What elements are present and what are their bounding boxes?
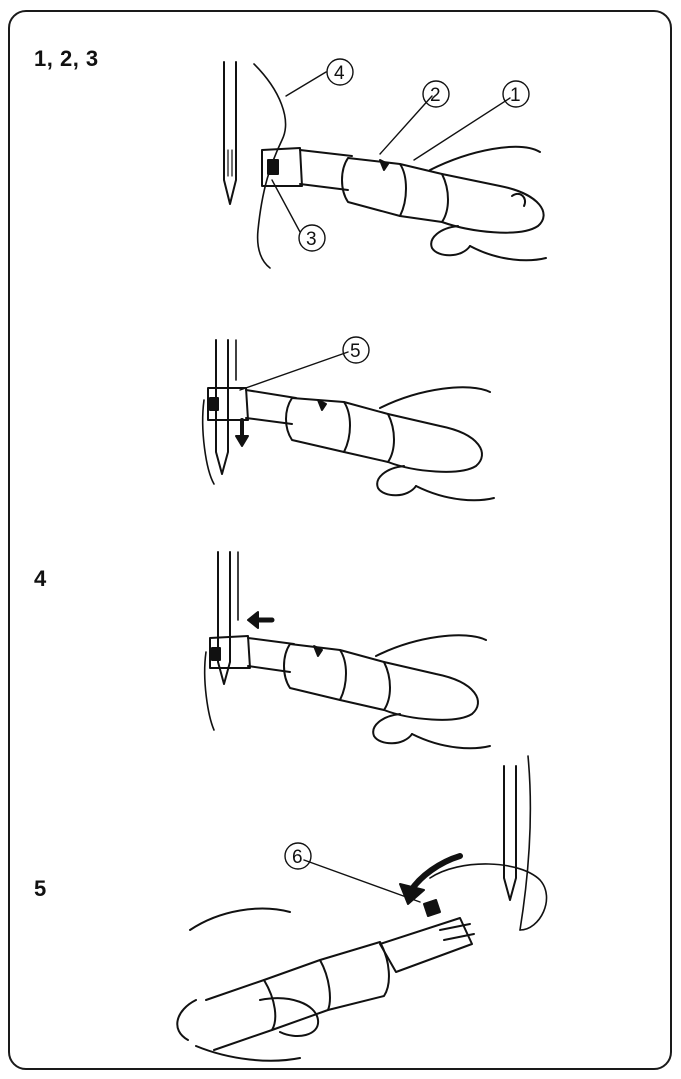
callout-2: 2: [430, 85, 441, 106]
callout-5: 5: [350, 341, 361, 362]
figure-step-5: [177, 756, 546, 1061]
callout-1: 1: [510, 85, 521, 106]
callout-6: 6: [292, 847, 303, 868]
figure-threader-on-needle: [203, 340, 494, 500]
figure-1-2-3: [224, 62, 546, 268]
figure-step-4: [205, 552, 490, 748]
callout-4: 4: [334, 63, 345, 84]
callout-3: 3: [306, 229, 317, 250]
